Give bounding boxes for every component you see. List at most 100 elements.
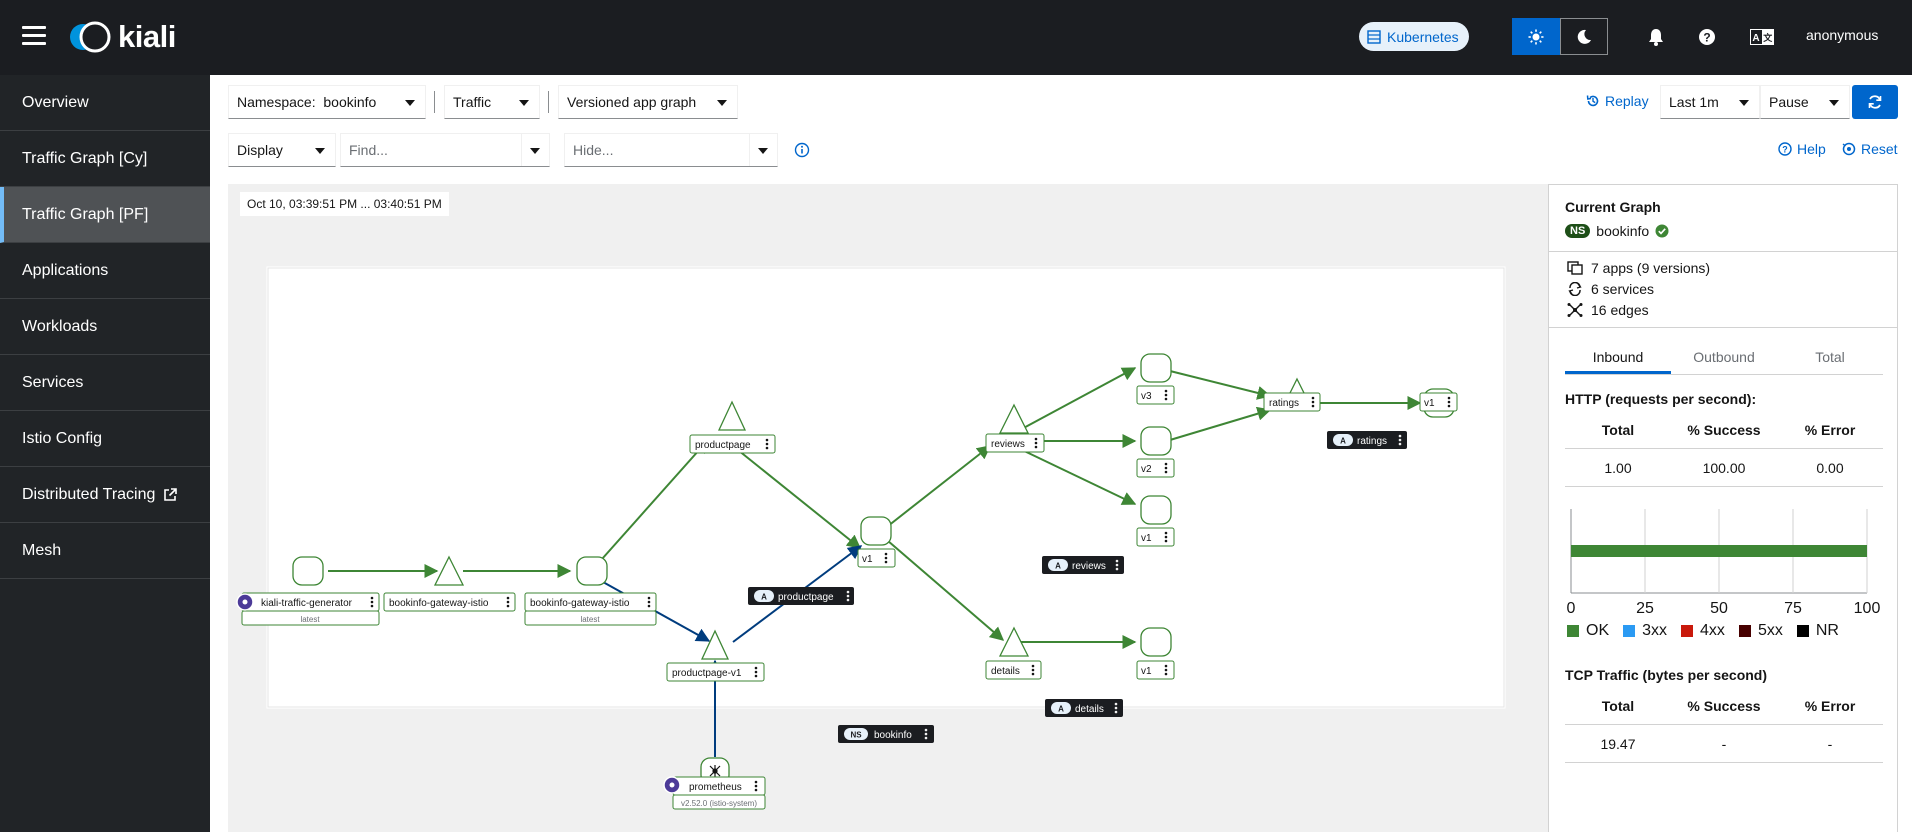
refresh-button[interactable]: [1852, 85, 1898, 119]
service-node[interactable]: [700, 629, 730, 660]
kiali-logo[interactable]: kiali: [68, 19, 176, 54]
refresh-interval-dropdown[interactable]: Pause: [1760, 85, 1850, 119]
node-label[interactable]: [666, 662, 765, 682]
kiali-logo-icon: [70, 21, 111, 53]
kebab-icon[interactable]: [754, 780, 758, 792]
sidebar-item-applications[interactable]: Applications: [0, 243, 210, 299]
tab-inbound[interactable]: Inbound: [1565, 341, 1671, 374]
help-label: Help: [1797, 141, 1826, 157]
sidebar: Overview Traffic Graph [Cy] Traffic Grap…: [0, 75, 210, 832]
kebab-icon[interactable]: [1447, 396, 1451, 408]
node-label[interactable]: [1136, 527, 1175, 547]
node-label[interactable]: [1136, 385, 1175, 405]
light-theme-button[interactable]: [1512, 18, 1560, 55]
reset-button[interactable]: Reset: [1842, 141, 1898, 157]
edge[interactable]: [887, 540, 1005, 641]
bell-icon[interactable]: [1644, 25, 1668, 49]
kebab-icon[interactable]: [1164, 462, 1168, 474]
workload-node[interactable]: [576, 556, 608, 586]
kebab-icon[interactable]: [1031, 664, 1035, 676]
service-node[interactable]: [717, 400, 747, 431]
kebab-icon[interactable]: [1164, 664, 1168, 676]
hide-dropdown-toggle[interactable]: [749, 134, 777, 166]
node-label[interactable]: [985, 433, 1045, 453]
hamburger-menu-icon[interactable]: [22, 26, 46, 46]
sidebar-item-services[interactable]: Services: [0, 355, 210, 411]
graph-type-dropdown[interactable]: Versioned app graph: [558, 85, 738, 119]
sidebar-item-distributed-tracing[interactable]: Distributed Tracing: [0, 467, 210, 523]
table-cell: 100.00: [1702, 459, 1746, 476]
cluster-badge[interactable]: Kubernetes: [1359, 22, 1469, 51]
sidebar-item-mesh[interactable]: Mesh: [0, 523, 210, 579]
table-cell: 19.47: [1600, 735, 1636, 752]
app-box-label[interactable]: [748, 587, 854, 605]
kebab-icon[interactable]: [1311, 396, 1315, 408]
find-input[interactable]: Find...: [340, 133, 550, 167]
find-dropdown-toggle[interactable]: [521, 134, 549, 166]
kebab-icon[interactable]: [924, 728, 928, 740]
kebab-icon[interactable]: [765, 438, 769, 450]
kebab-icon[interactable]: [1398, 434, 1402, 446]
edge[interactable]: [727, 441, 862, 549]
workload-node[interactable]: [292, 556, 324, 586]
kebab-icon[interactable]: [647, 596, 651, 608]
kebab-icon[interactable]: [506, 596, 510, 608]
kebab-icon[interactable]: [1164, 531, 1168, 543]
kebab-icon[interactable]: [1114, 702, 1118, 714]
tab-total[interactable]: Total: [1815, 349, 1845, 365]
sidebar-item-traffic-graph-cy[interactable]: Traffic Graph [Cy]: [0, 131, 210, 187]
namespace-dropdown[interactable]: Namespace: bookinfo: [228, 85, 426, 119]
legend-item: 3xx: [1623, 622, 1667, 640]
service-node[interactable]: [998, 626, 1030, 657]
help-icon[interactable]: ?: [1695, 25, 1719, 49]
edge[interactable]: [1169, 406, 1272, 441]
kebab-icon[interactable]: [1115, 559, 1119, 571]
panel-namespace[interactable]: NS bookinfo: [1565, 223, 1669, 239]
node-label[interactable]: [383, 592, 516, 612]
dark-theme-button[interactable]: [1560, 18, 1608, 55]
node-label[interactable]: [1136, 458, 1175, 478]
kebab-icon[interactable]: [754, 666, 758, 678]
kebab-icon[interactable]: [1164, 389, 1168, 401]
find-help-icon[interactable]: [794, 142, 810, 158]
app-version-node[interactable]: [860, 516, 892, 546]
node-label[interactable]: [689, 434, 776, 454]
help-button[interactable]: ? Help: [1778, 141, 1826, 157]
tab-outbound[interactable]: Outbound: [1693, 349, 1755, 365]
app-version-node[interactable]: [1140, 627, 1172, 657]
app-version-node[interactable]: [1140, 495, 1172, 525]
graph-canvas[interactable]: Oct 10, 03:39:51 PM ... 03:40:51 PM: [228, 184, 1549, 832]
kebab-icon[interactable]: [846, 590, 850, 602]
check-circle-icon: [1655, 224, 1669, 238]
traffic-dropdown[interactable]: Traffic: [444, 85, 540, 119]
hide-input[interactable]: Hide...: [564, 133, 778, 167]
edge[interactable]: [1169, 370, 1272, 400]
node-label[interactable]: [1263, 392, 1321, 412]
sidebar-item-workloads[interactable]: Workloads: [0, 299, 210, 355]
table-header-row: Total % Success % Error: [1565, 411, 1883, 449]
replay-button[interactable]: Replay: [1586, 93, 1649, 109]
node-label[interactable]: [985, 660, 1042, 680]
edge[interactable]: [601, 438, 709, 560]
node-label[interactable]: [1136, 660, 1175, 680]
service-node[interactable]: [998, 403, 1030, 434]
duration-dropdown[interactable]: Last 1m: [1660, 85, 1760, 119]
app-version-node[interactable]: [1140, 426, 1172, 456]
user-menu[interactable]: anonymous: [1806, 27, 1879, 43]
sidebar-item-overview[interactable]: Overview: [0, 75, 210, 131]
node-label-text: v1: [1141, 533, 1152, 544]
sidebar-item-traffic-graph-pf[interactable]: Traffic Graph [PF]: [0, 187, 210, 243]
kebab-icon[interactable]: [370, 596, 374, 608]
edge[interactable]: [1017, 367, 1137, 432]
app-version-node[interactable]: [1140, 353, 1172, 383]
kebab-icon[interactable]: [884, 552, 888, 564]
service-node[interactable]: [433, 555, 465, 586]
edge[interactable]: [1017, 447, 1137, 505]
edge[interactable]: [887, 445, 992, 527]
sidebar-item-istio-config[interactable]: Istio Config: [0, 411, 210, 467]
sun-icon: [1528, 29, 1544, 44]
kebab-icon[interactable]: [1034, 437, 1038, 449]
node-label[interactable]: [1419, 392, 1458, 412]
display-dropdown[interactable]: Display: [228, 133, 336, 167]
